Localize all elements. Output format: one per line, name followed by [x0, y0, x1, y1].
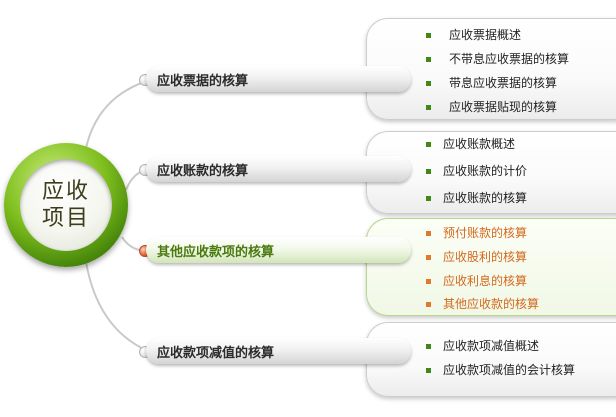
center-title-line-2: 项目: [41, 206, 90, 231]
bullet-icon: [426, 344, 431, 349]
bullet-icon: [426, 368, 431, 373]
bullet-icon: [426, 231, 431, 236]
detail-item-non-interest-notes[interactable]: 不带息应收票据的核算: [449, 52, 570, 66]
bullet-icon: [426, 169, 431, 174]
detail-item-impairment-accounting[interactable]: 应收款项减值的会计核算: [443, 363, 576, 377]
center-title-line-1: 应收: [41, 179, 90, 204]
detail-item-impairment-overview[interactable]: 应收款项减值概述: [443, 339, 540, 353]
center-node: 应收 项目: [4, 143, 128, 267]
branch-label: 其他应收款项的核算: [157, 245, 275, 260]
branch-accounts-receivable[interactable]: 应收账款的核算: [146, 156, 411, 182]
detail-panel-other-receivables: 预付账款的核算 应收股利的核算 应收利息的核算 其他应收款的核算: [366, 218, 616, 316]
branch-impairment[interactable]: 应收款项减值的核算: [146, 338, 411, 364]
connector-branch-4: [85, 261, 151, 353]
bullet-icon: [426, 57, 431, 62]
bullet-icon: [426, 302, 431, 307]
bullet-icon: [426, 81, 431, 86]
detail-item-notes-discount[interactable]: 应收票据贴现的核算: [449, 100, 558, 114]
detail-panel-notes-receivable: 应收票据概述 不带息应收票据的核算 带息应收票据的核算 应收票据贴现的核算: [366, 18, 616, 120]
detail-item-accounts-pricing[interactable]: 应收账款的计价: [443, 164, 528, 178]
bullet-icon: [426, 255, 431, 260]
center-title: 应收 项目: [20, 178, 112, 232]
bullet-icon: [426, 33, 431, 38]
detail-item-other-receivables[interactable]: 其他应收款的核算: [443, 297, 540, 311]
branch-label: 应收票据的核算: [157, 74, 249, 89]
bullet-icon: [426, 196, 431, 201]
bullet-icon: [426, 142, 431, 147]
bullet-icon: [426, 105, 431, 110]
connector-branch-1: [85, 79, 151, 149]
branch-other-receivables[interactable]: 其他应收款项的核算: [146, 237, 411, 263]
center-node-inner: 应收 项目: [20, 159, 112, 251]
bullet-icon: [426, 279, 431, 284]
detail-item-accounts-overview[interactable]: 应收账款概述: [443, 137, 516, 151]
branch-notes-receivable[interactable]: 应收票据的核算: [146, 66, 411, 92]
branch-label: 应收账款的核算: [157, 164, 249, 179]
detail-item-accounts-accounting[interactable]: 应收账款的核算: [443, 191, 528, 205]
detail-item-notes-overview[interactable]: 应收票据概述: [449, 28, 522, 42]
detail-item-interest-notes[interactable]: 带息应收票据的核算: [449, 76, 558, 90]
detail-item-prepaid[interactable]: 预付账款的核算: [443, 226, 528, 240]
branch-label: 应收款项减值的核算: [157, 346, 275, 361]
detail-item-interest[interactable]: 应收利息的核算: [443, 274, 528, 288]
detail-item-dividends[interactable]: 应收股利的核算: [443, 250, 528, 264]
